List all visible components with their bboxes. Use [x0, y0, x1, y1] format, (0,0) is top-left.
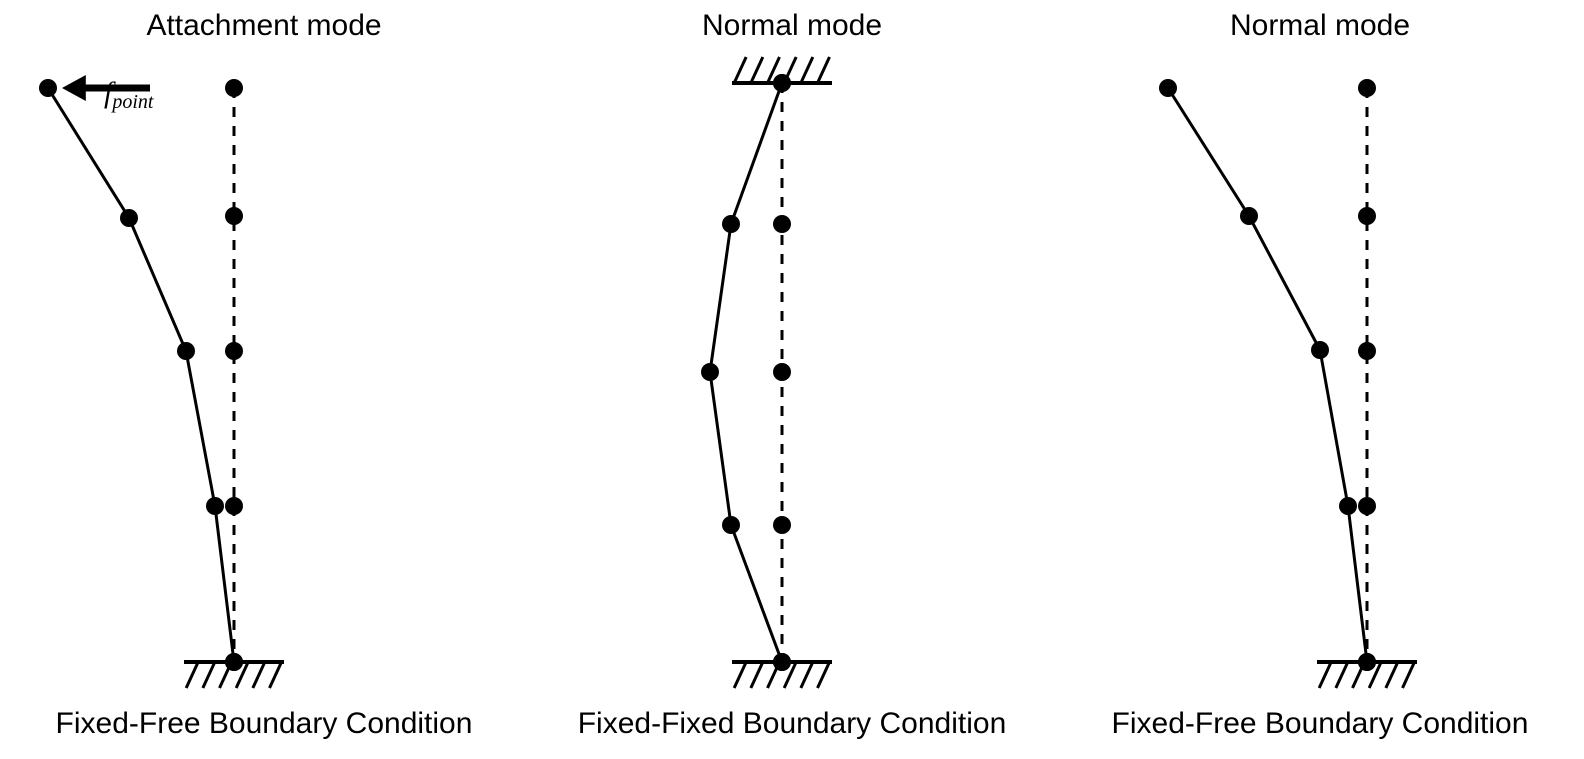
undeformed-node	[225, 207, 243, 225]
beam-diagram	[701, 56, 832, 689]
deformed-node	[1240, 207, 1258, 225]
boundary-condition-caption: Fixed-Fixed Boundary Condition	[577, 707, 1007, 740]
panel-title: Attachment mode	[146, 9, 382, 42]
deformed-node	[722, 516, 740, 534]
deformed-shape-polyline	[1166, 86, 1369, 664]
undeformed-node	[1358, 342, 1376, 360]
undeformed-node	[225, 79, 243, 97]
boundary-condition-caption: Fixed-Free Boundary Condition	[55, 707, 473, 740]
undeformed-node	[225, 342, 243, 360]
panel-title: Normal mode	[701, 9, 883, 42]
deformed-node	[39, 79, 57, 97]
beam-diagram	[1159, 79, 1417, 689]
deformed-node	[1339, 497, 1357, 515]
deformed-node	[120, 209, 138, 227]
force-arrow	[62, 75, 150, 101]
force-subscript: point	[112, 91, 154, 113]
deformed-node	[701, 363, 719, 381]
deformed-node	[773, 74, 791, 92]
undeformed-node	[773, 516, 791, 534]
beam-diagram	[39, 75, 284, 689]
fixed-support-bottom	[1317, 660, 1417, 689]
panel-title: Normal mode	[1229, 9, 1411, 42]
deformed-node	[177, 342, 195, 360]
deformed-node	[206, 497, 224, 515]
undeformed-node	[1358, 79, 1376, 97]
undeformed-node	[773, 363, 791, 381]
deformed-node	[225, 653, 243, 671]
deformed-node	[773, 653, 791, 671]
deformed-shape-polyline	[46, 86, 236, 664]
deformed-node	[1311, 341, 1329, 359]
undeformed-node	[773, 215, 791, 233]
undeformed-node	[1358, 497, 1376, 515]
force-symbol: f	[104, 76, 113, 109]
deformed-node	[722, 215, 740, 233]
deformed-node	[1358, 653, 1376, 671]
undeformed-node	[225, 497, 243, 515]
boundary-condition-caption: Fixed-Free Boundary Condition	[1111, 707, 1529, 740]
undeformed-node	[1358, 207, 1376, 225]
deformed-node	[1159, 79, 1177, 97]
force-label: fpoint	[104, 76, 153, 114]
deformed-shape-polyline	[708, 81, 784, 664]
